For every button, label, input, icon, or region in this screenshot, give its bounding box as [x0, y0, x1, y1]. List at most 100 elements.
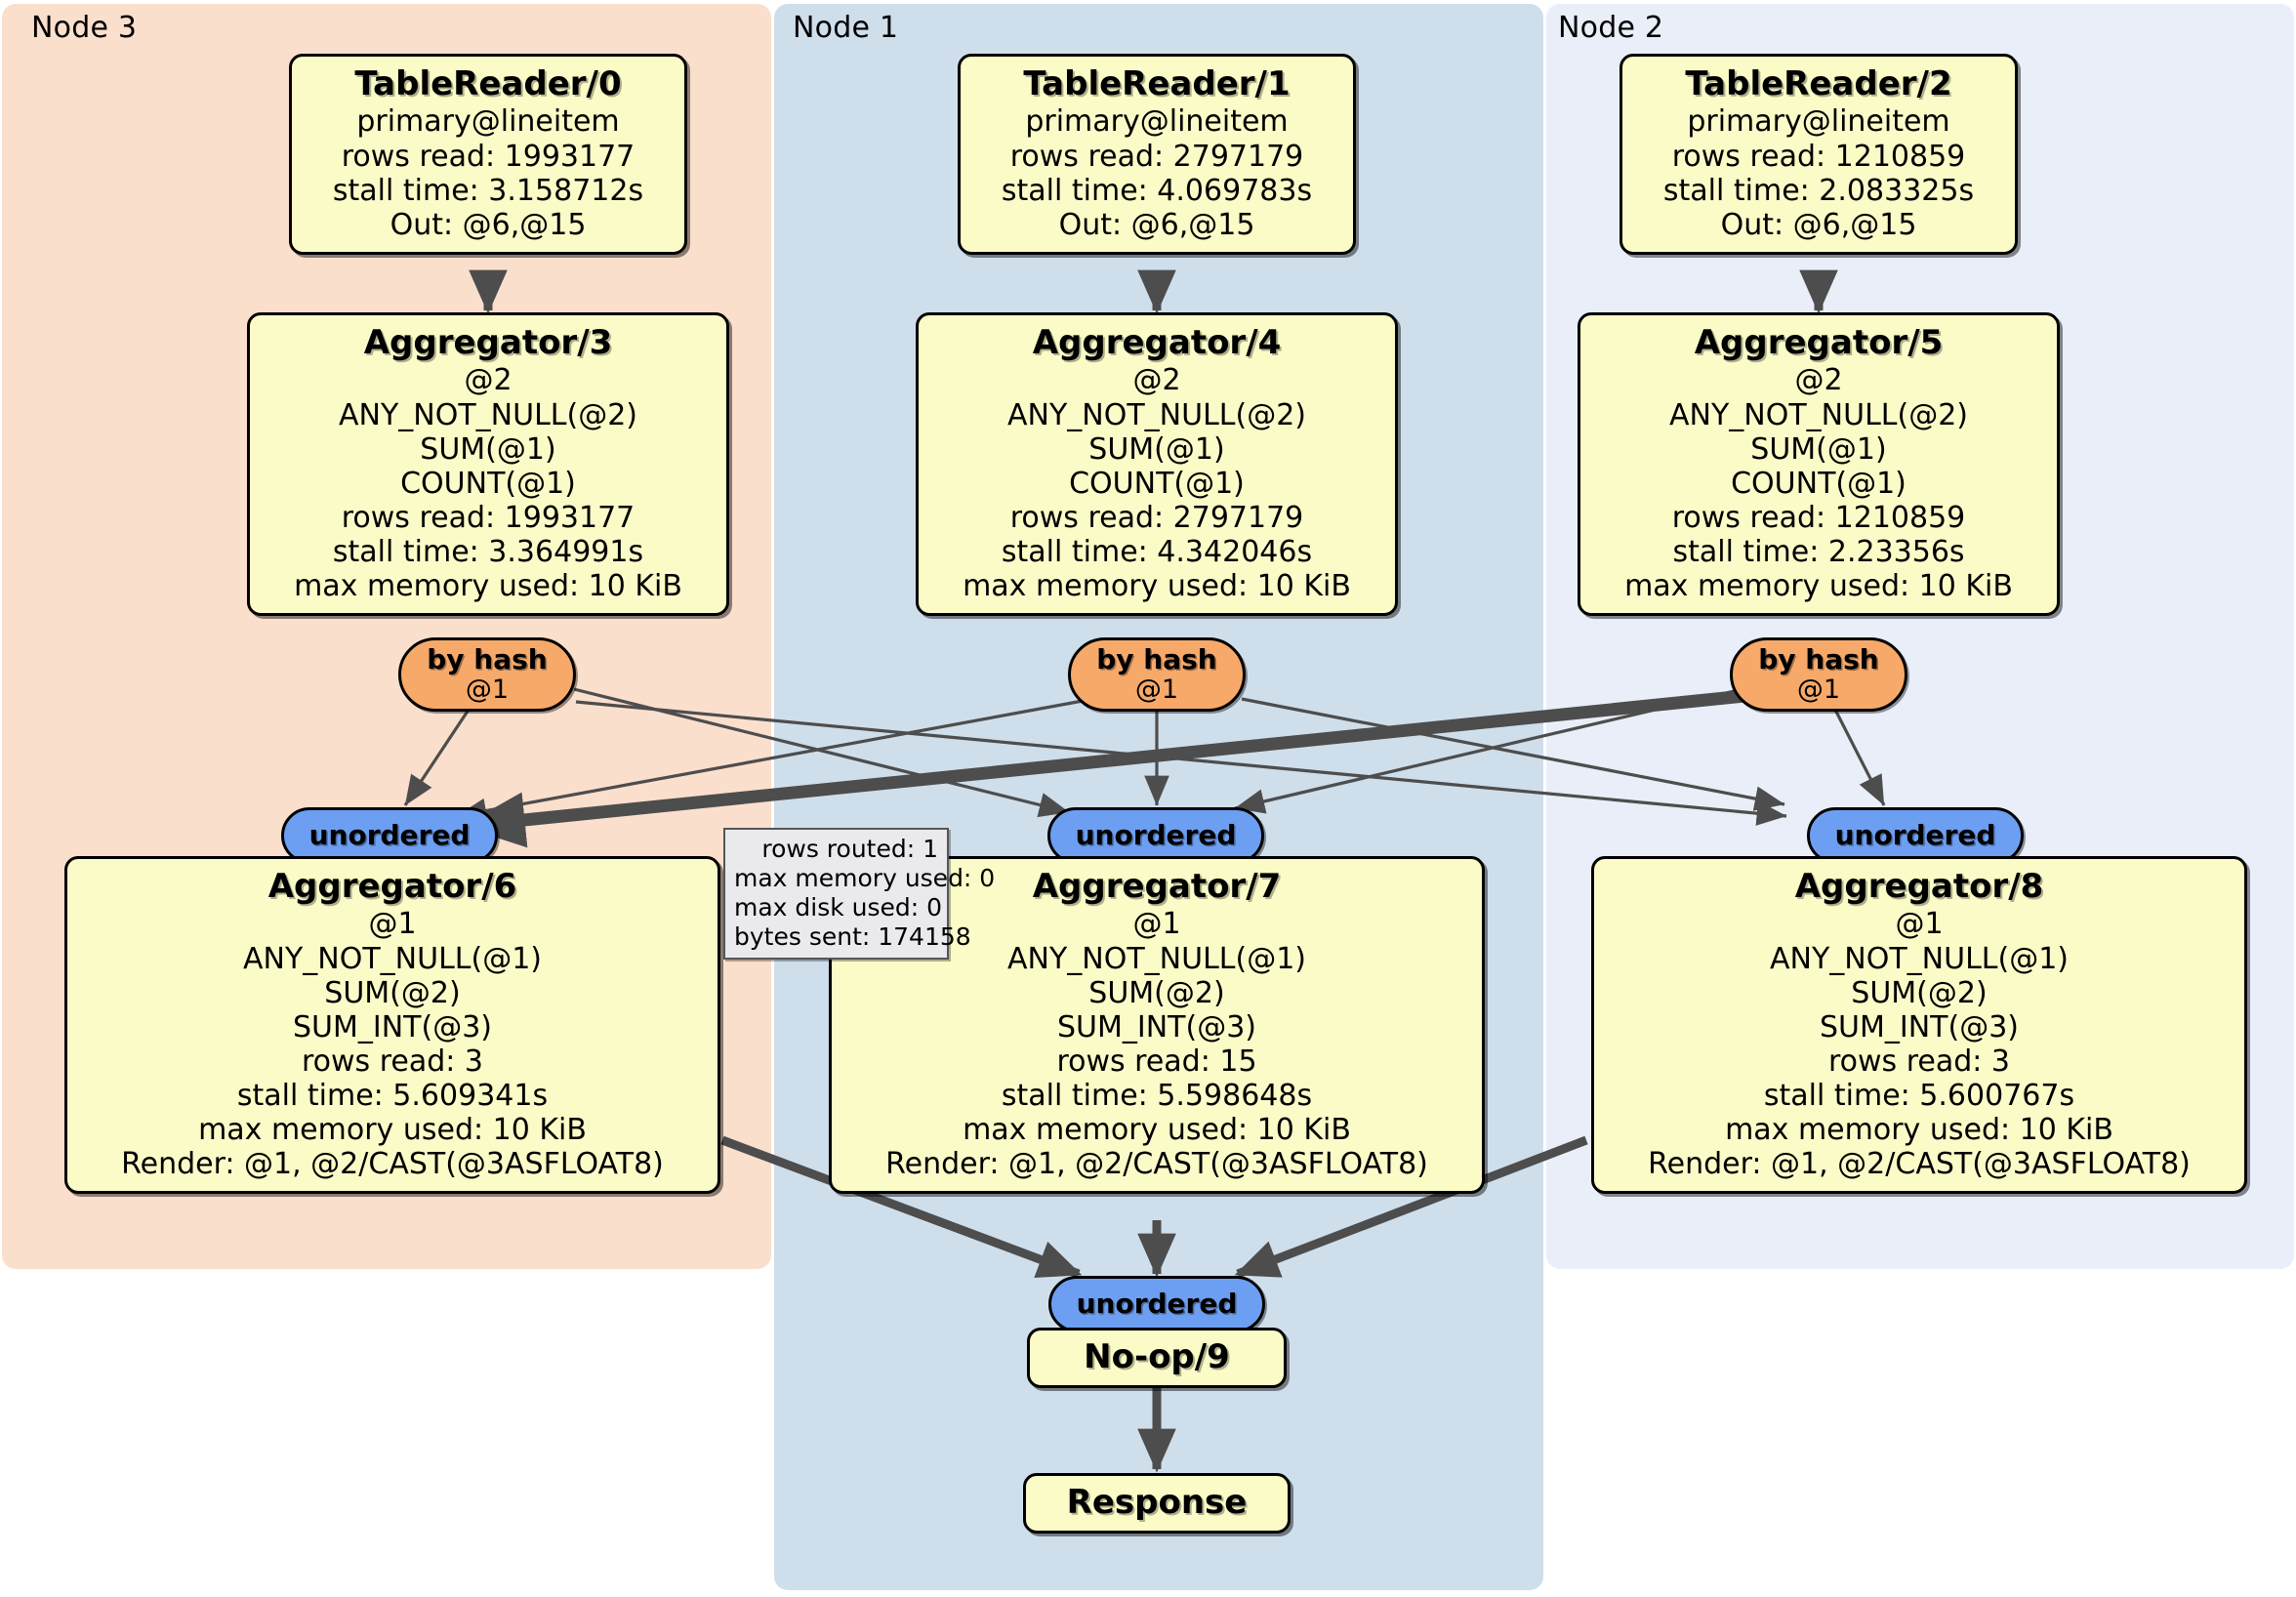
tooltip-line: max memory used: 0 [734, 864, 996, 892]
processor-line: primary@lineitem [1687, 104, 1950, 140]
processor-title: TableReader/2 [1685, 64, 1952, 103]
processor-aggregator-3[interactable]: Aggregator/3 @2 ANY_NOT_NULL(@2) SUM(@1)… [247, 312, 729, 617]
processor-line: SUM(@2) [1088, 975, 1225, 1010]
processor-line: @1 [1895, 907, 1944, 942]
processor-line: stall time: 4.069783s [1001, 173, 1313, 208]
processor-line: SUM_INT(@3) [1820, 1009, 2019, 1044]
processor-line: SUM(@1) [1750, 431, 1887, 467]
processor-line: stall time: 3.364991s [332, 534, 644, 569]
processor-line: @1 [1132, 907, 1181, 942]
processor-aggregator-7[interactable]: Aggregator/7 @1 ANY_NOT_NULL(@1) SUM(@2)… [829, 856, 1485, 1195]
processor-line: Out: @6,@15 [390, 207, 587, 242]
processor-table-reader-0[interactable]: TableReader/0 primary@lineitem rows read… [289, 54, 687, 255]
processor-line: rows read: 15 [1056, 1044, 1257, 1079]
processor-line: stall time: 2.083325s [1662, 173, 1975, 208]
stream-unordered-middle[interactable]: unordered [1047, 807, 1264, 864]
processor-line: max memory used: 10 KiB [198, 1113, 587, 1148]
processor-no-op-9[interactable]: No-op/9 [1027, 1328, 1287, 1388]
processor-table-reader-1[interactable]: TableReader/1 primary@lineitem rows read… [958, 54, 1356, 255]
processor-line: COUNT(@1) [1731, 466, 1906, 501]
processor-line: SUM(@2) [324, 975, 461, 1010]
processor-line: max memory used: 10 KiB [963, 569, 1351, 604]
processor-line: rows read: 3 [301, 1044, 484, 1079]
processor-line: ANY_NOT_NULL(@1) [243, 941, 542, 976]
router-title: by hash [427, 642, 548, 676]
processor-title: No-op/9 [1084, 1337, 1230, 1377]
processor-line: @2 [1132, 363, 1181, 398]
processor-line: SUM(@2) [1851, 975, 1988, 1010]
processor-title: TableReader/0 [354, 64, 622, 103]
processor-title: Aggregator/3 [363, 323, 613, 362]
processor-line: stall time: 5.609341s [236, 1078, 549, 1113]
processor-line: ANY_NOT_NULL(@2) [1007, 397, 1306, 432]
stream-label: unordered [1076, 1287, 1238, 1320]
processor-line: @2 [464, 363, 512, 398]
processor-aggregator-5[interactable]: Aggregator/5 @2 ANY_NOT_NULL(@2) SUM(@1)… [1578, 312, 2060, 617]
processor-line: COUNT(@1) [400, 466, 576, 501]
processor-line: rows read: 3 [1827, 1044, 2011, 1079]
router-column: @1 [465, 674, 510, 705]
processor-line: max memory used: 10 KiB [963, 1113, 1351, 1148]
processor-line: stall time: 3.158712s [332, 173, 644, 208]
processor-line: SUM_INT(@3) [1057, 1009, 1256, 1044]
processor-aggregator-6[interactable]: Aggregator/6 @1 ANY_NOT_NULL(@1) SUM(@2)… [64, 856, 720, 1195]
router-column: @1 [1796, 674, 1841, 705]
router-title: by hash [1096, 642, 1217, 676]
processor-title: Aggregator/8 [1794, 867, 2044, 906]
stream-label: unordered [1075, 818, 1237, 851]
processor-table-reader-2[interactable]: TableReader/2 primary@lineitem rows read… [1620, 54, 2018, 255]
processor-line: ANY_NOT_NULL(@2) [339, 397, 637, 432]
processor-line: stall time: 5.600767s [1763, 1078, 2075, 1113]
routing-stats-tooltip: rows routed: 1 max memory used: 0 max di… [723, 828, 996, 960]
processor-line: Out: @6,@15 [1720, 207, 1917, 242]
processor-line: @1 [368, 907, 417, 942]
processor-aggregator-4[interactable]: Aggregator/4 @2 ANY_NOT_NULL(@2) SUM(@1)… [916, 312, 1398, 617]
stream-unordered-right[interactable]: unordered [1807, 807, 2024, 864]
cluster-label-node-3: Node 3 [31, 11, 138, 45]
processor-title: TableReader/1 [1023, 64, 1291, 103]
processor-line: Render: @1, @2/CAST(@3ASFLOAT8) [121, 1147, 664, 1182]
processor-aggregator-8[interactable]: Aggregator/8 @1 ANY_NOT_NULL(@1) SUM(@2)… [1591, 856, 2247, 1195]
processor-title: Response [1066, 1483, 1248, 1523]
tooltip-line: rows routed: 1 [761, 835, 938, 863]
stream-label: unordered [308, 818, 471, 851]
processor-line: SUM_INT(@3) [293, 1009, 492, 1044]
processor-line: max memory used: 10 KiB [294, 569, 682, 604]
cluster-label-node-1: Node 1 [793, 11, 899, 45]
processor-title: Aggregator/7 [1032, 867, 1282, 906]
processor-line: stall time: 5.598648s [1001, 1078, 1313, 1113]
router-by-hash-middle[interactable]: by hash @1 [1068, 637, 1246, 712]
processor-line: stall time: 2.23356s [1672, 534, 1965, 569]
router-by-hash-left[interactable]: by hash @1 [398, 637, 576, 712]
processor-line: Render: @1, @2/CAST(@3ASFLOAT8) [1648, 1147, 2191, 1182]
tooltip-line: bytes sent: 174158 [734, 922, 971, 951]
processor-line: COUNT(@1) [1069, 466, 1245, 501]
processor-line: stall time: 4.342046s [1001, 534, 1313, 569]
processor-response[interactable]: Response [1023, 1473, 1291, 1534]
processor-line: Render: @1, @2/CAST(@3ASFLOAT8) [885, 1147, 1428, 1182]
tooltip-line: max disk used: 0 [734, 893, 943, 921]
processor-title: Aggregator/6 [267, 867, 517, 906]
processor-line: rows read: 1993177 [341, 500, 636, 535]
router-title: by hash [1758, 642, 1879, 676]
processor-line: max memory used: 10 KiB [1725, 1113, 2113, 1148]
processor-line: ANY_NOT_NULL(@1) [1007, 941, 1306, 976]
stream-label: unordered [1834, 818, 1996, 851]
cluster-label-node-2: Node 2 [1558, 11, 1664, 45]
processor-line: Out: @6,@15 [1058, 207, 1255, 242]
processor-line: @2 [1794, 363, 1843, 398]
processor-title: Aggregator/5 [1694, 323, 1944, 362]
processor-line: rows read: 1993177 [341, 139, 636, 174]
processor-line: primary@lineitem [1025, 104, 1289, 140]
processor-line: rows read: 1210859 [1671, 500, 1966, 535]
router-column: @1 [1134, 674, 1179, 705]
processor-line: rows read: 2797179 [1009, 500, 1304, 535]
router-by-hash-right[interactable]: by hash @1 [1730, 637, 1907, 712]
processor-line: SUM(@1) [420, 431, 556, 467]
stream-unordered-final[interactable]: unordered [1048, 1276, 1265, 1332]
processor-line: primary@lineitem [356, 104, 620, 140]
processor-line: ANY_NOT_NULL(@1) [1770, 941, 2069, 976]
processor-line: rows read: 2797179 [1009, 139, 1304, 174]
processor-line: SUM(@1) [1088, 431, 1225, 467]
